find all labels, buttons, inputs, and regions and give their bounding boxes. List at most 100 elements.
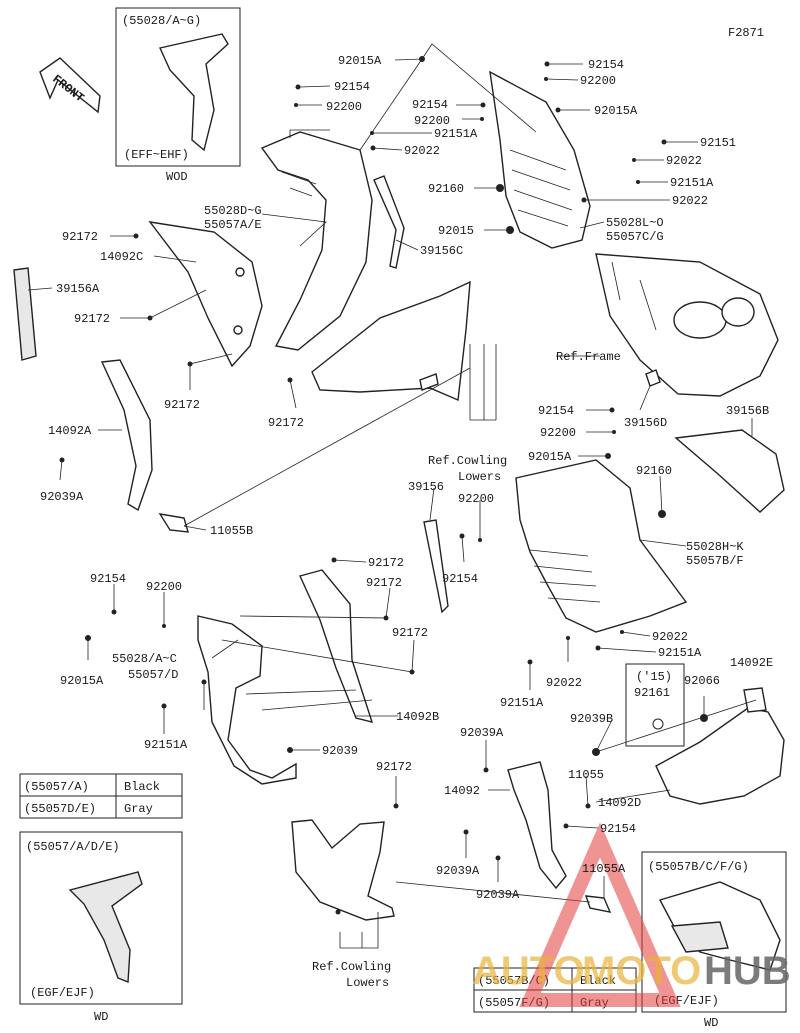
part-label: 92172: [164, 398, 200, 412]
inset-wod-code: (55028/A~G): [122, 14, 201, 28]
color-table-left: (55057/A) Black (55057D/E) Gray: [19, 773, 183, 819]
watermark-word-1: AUTO: [472, 949, 585, 993]
color-left-value-0: Black: [124, 780, 160, 794]
part-label: 39156B: [726, 404, 769, 418]
lower-side-frame-panel: [311, 280, 471, 402]
part-label: 92172: [392, 626, 428, 640]
part-label: 39156C: [420, 244, 463, 258]
part-label: 14092: [444, 784, 480, 798]
part-label: 92151A: [670, 176, 714, 190]
inset-wd-left: (55057/A/D/E) (EGF/EJF) WD: [19, 831, 183, 1024]
part-label: 92200: [458, 492, 494, 506]
part-label: 92200: [146, 580, 182, 594]
part-label: 92154: [538, 404, 574, 418]
part-label: Ref.Cowling: [428, 454, 507, 468]
bracket-14092a: [100, 359, 153, 512]
bracket-11055a: [584, 895, 612, 913]
inset-wd-left-tag: WD: [94, 1010, 108, 1024]
part-label: 92039: [322, 744, 358, 758]
inset-wd-right-tag: WD: [704, 1016, 718, 1030]
part-label: 92151A: [434, 127, 478, 141]
part-label: 92172: [268, 416, 304, 430]
part-label: 55057C/G: [606, 230, 664, 244]
leader-lines: [27, 43, 757, 949]
part-label: 92154: [90, 572, 126, 586]
part-label: Lowers: [458, 470, 501, 484]
part-label: 92154: [412, 98, 448, 112]
part-label: 92039A: [436, 864, 480, 878]
inset-wod-tag: WOD: [166, 170, 188, 184]
watermark-word-3: HUB: [704, 949, 791, 993]
right-side-cowl: [515, 459, 688, 633]
inner-panel-14092c: [148, 221, 263, 368]
strip-39156c: [373, 175, 405, 269]
figure-id: F2871: [728, 26, 764, 40]
part-label: 55028/A~C: [112, 652, 177, 666]
pad-39156b: [674, 429, 785, 513]
strip-39156a: [13, 267, 37, 361]
part-label: 11055A: [582, 862, 626, 876]
part-label: 92022: [666, 154, 702, 168]
part-label: ('15): [636, 670, 672, 684]
part-label: 14092A: [48, 424, 92, 438]
part-label: Lowers: [346, 976, 389, 990]
part-label: 92039A: [460, 726, 504, 740]
lower-center-cowl: [291, 819, 395, 921]
part-label: 92039A: [40, 490, 84, 504]
part-label: 92015: [438, 224, 474, 238]
part-label: 92160: [636, 464, 672, 478]
part-label: Ref.Cowling: [312, 960, 391, 974]
part-label: 92154: [600, 822, 636, 836]
part-label: 92015A: [60, 674, 104, 688]
color-left-code-0: (55057/A): [24, 780, 89, 794]
inset-wod-cowl-part: [159, 33, 229, 152]
part-label: 92172: [62, 230, 98, 244]
part-label: 55028H~K: [686, 540, 744, 554]
part-label: 39156: [408, 480, 444, 494]
part-label: 92172: [74, 312, 110, 326]
part-label: 92151A: [144, 738, 188, 752]
part-label: 92154: [442, 572, 478, 586]
color-left-code-1: (55057D/E): [24, 802, 96, 816]
part-label: 92200: [414, 114, 450, 128]
left-lower-cowl: [197, 615, 297, 785]
part-label: 14092C: [100, 250, 143, 264]
upper-left-side-cowl: [260, 131, 373, 351]
part-label: 92015A: [594, 104, 638, 118]
part-label: 92160: [428, 182, 464, 196]
part-label: 39156D: [624, 416, 667, 430]
part-label: 39156A: [56, 282, 100, 296]
part-label: 92022: [404, 144, 440, 158]
part-label: 92154: [334, 80, 370, 94]
part-label: 92200: [540, 426, 576, 440]
inset-wod-note: (EFF~EHF): [124, 148, 189, 162]
part-label: 11055: [568, 768, 604, 782]
part-label: 11055B: [210, 524, 253, 538]
part-labels: 92015A 92154 92200 92154 92200 92154 922…: [40, 54, 773, 990]
bracket-11055b: [158, 513, 189, 533]
part-label: 92022: [672, 194, 708, 208]
autohub-watermark: AUTO MOTO HUB: [472, 822, 791, 1007]
part-label: 92015A: [338, 54, 382, 68]
part-label: 55057/D: [128, 668, 178, 682]
front-arrow-icon: FRONT: [39, 57, 101, 114]
inset-wd-right-code: (55057B/C/F/G): [648, 860, 749, 874]
part-label: 92039B: [570, 712, 613, 726]
bracket-14092: [507, 761, 567, 890]
ref-frame: [595, 253, 779, 397]
part-label: 92022: [546, 676, 582, 690]
part-label: 92172: [376, 760, 412, 774]
part-label: 92200: [580, 74, 616, 88]
part-label: 55028D~G: [204, 204, 262, 218]
part-label: 14092E: [730, 656, 773, 670]
part-label: 92172: [366, 576, 402, 590]
part-label: 92066: [684, 674, 720, 688]
year-15-box: [625, 663, 685, 747]
upper-right-inner-duct: [489, 70, 591, 249]
part-label: 92154: [588, 58, 624, 72]
part-label: 92022: [652, 630, 688, 644]
watermark-word-2: MOTO: [582, 949, 701, 993]
part-label: 92151: [700, 136, 736, 150]
